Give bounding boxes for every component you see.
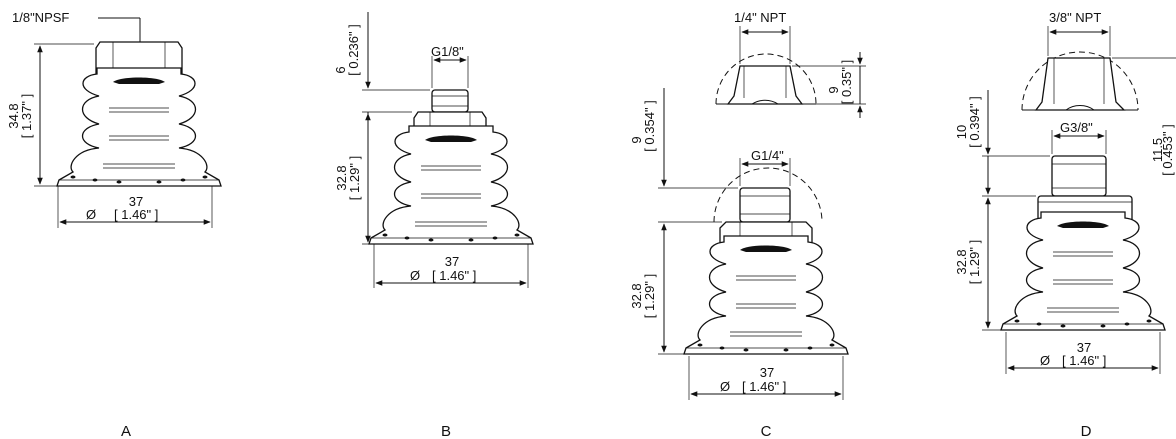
diameter-symbol-b: Ø <box>410 268 420 283</box>
npt-len-in-c: [ 0.35" ] <box>839 60 854 104</box>
diameter-mm-d: 37 <box>1077 340 1091 355</box>
bellows-cup-d <box>1000 211 1166 331</box>
height-mm-a: 34.8 <box>6 103 21 128</box>
diameter-symbol-a: Ø <box>86 207 96 222</box>
thread-label-d: G3/8" <box>1060 120 1093 135</box>
diameter-symbol-d: Ø <box>1040 353 1050 368</box>
npt-len-mm-d: 11.5 <box>1150 138 1165 162</box>
height-mm-d: 32.8 <box>954 249 969 274</box>
diameter-in-d: [ 1.46" ] <box>1062 353 1106 368</box>
drawing-d: 3/8" NPT 11.5 [ 0.453" ] G3/8" 10 [ 0.39… <box>954 10 1176 439</box>
npt-adapter-d <box>1021 51 1139 111</box>
drawing-letter-b: B <box>441 423 451 439</box>
thread-label-c: G1/4" <box>751 148 784 163</box>
drawing-letter-c: C <box>761 423 772 439</box>
diameter-in-a: [ 1.46" ] <box>114 207 158 222</box>
drawing-b: G1/8" 6 [ 0.236" ] 32.8 [ 1.29" ] 37 Ø [… <box>333 12 534 439</box>
thread-len-in-c: [ 0.354" ] <box>642 100 657 152</box>
port-label-a: 1/8"NPSF <box>12 10 69 25</box>
npt-label-c: 1/4" NPT <box>734 10 786 25</box>
thread-len-mm-d: 10 <box>954 125 969 139</box>
height-in-b: [ 1.29" ] <box>347 156 362 200</box>
height-in-a: [ 1.37" ] <box>19 94 34 138</box>
drawing-c: 1/4" NPT 9 [ 0.35" ] G1/4" 9 [ 0.354" <box>629 10 866 439</box>
diameter-in-b: [ 1.46" ] <box>432 268 476 283</box>
bellows-cup-a <box>56 67 222 187</box>
height-mm-b: 32.8 <box>334 165 349 190</box>
thread-len-mm-b: 6 <box>333 66 348 73</box>
thread-len-in-b: [ 0.236" ] <box>346 24 361 76</box>
thread-len-in-d: [ 0.394" ] <box>967 96 982 148</box>
drawing-a: 1/8"NPSF 34.8 [ 1.37" ] 37 Ø [ 1.46" ] A <box>6 10 222 439</box>
bellows-cup-c <box>683 235 849 355</box>
npt-len-in-d: [ 0.453" ] <box>1160 124 1175 176</box>
npt-adapter-c <box>715 53 817 105</box>
bellows-cup-b <box>368 125 534 245</box>
npt-len-mm-c: 9 <box>826 86 841 93</box>
diameter-mm-c: 37 <box>760 365 774 380</box>
diameter-in-c: [ 1.46" ] <box>742 379 786 394</box>
thread-label-b: G1/8" <box>431 44 464 59</box>
npt-label-d: 3/8" NPT <box>1049 10 1101 25</box>
height-in-c: [ 1.29" ] <box>642 274 657 318</box>
height-mm-c: 32.8 <box>629 283 644 308</box>
diameter-mm-b: 37 <box>445 254 459 269</box>
drawing-letter-d: D <box>1081 423 1092 439</box>
diameter-symbol-c: Ø <box>720 379 730 394</box>
drawing-letter-a: A <box>121 423 131 439</box>
thread-len-mm-c: 9 <box>629 136 644 143</box>
height-in-d: [ 1.29" ] <box>967 240 982 284</box>
diameter-mm-a: 37 <box>129 194 143 209</box>
